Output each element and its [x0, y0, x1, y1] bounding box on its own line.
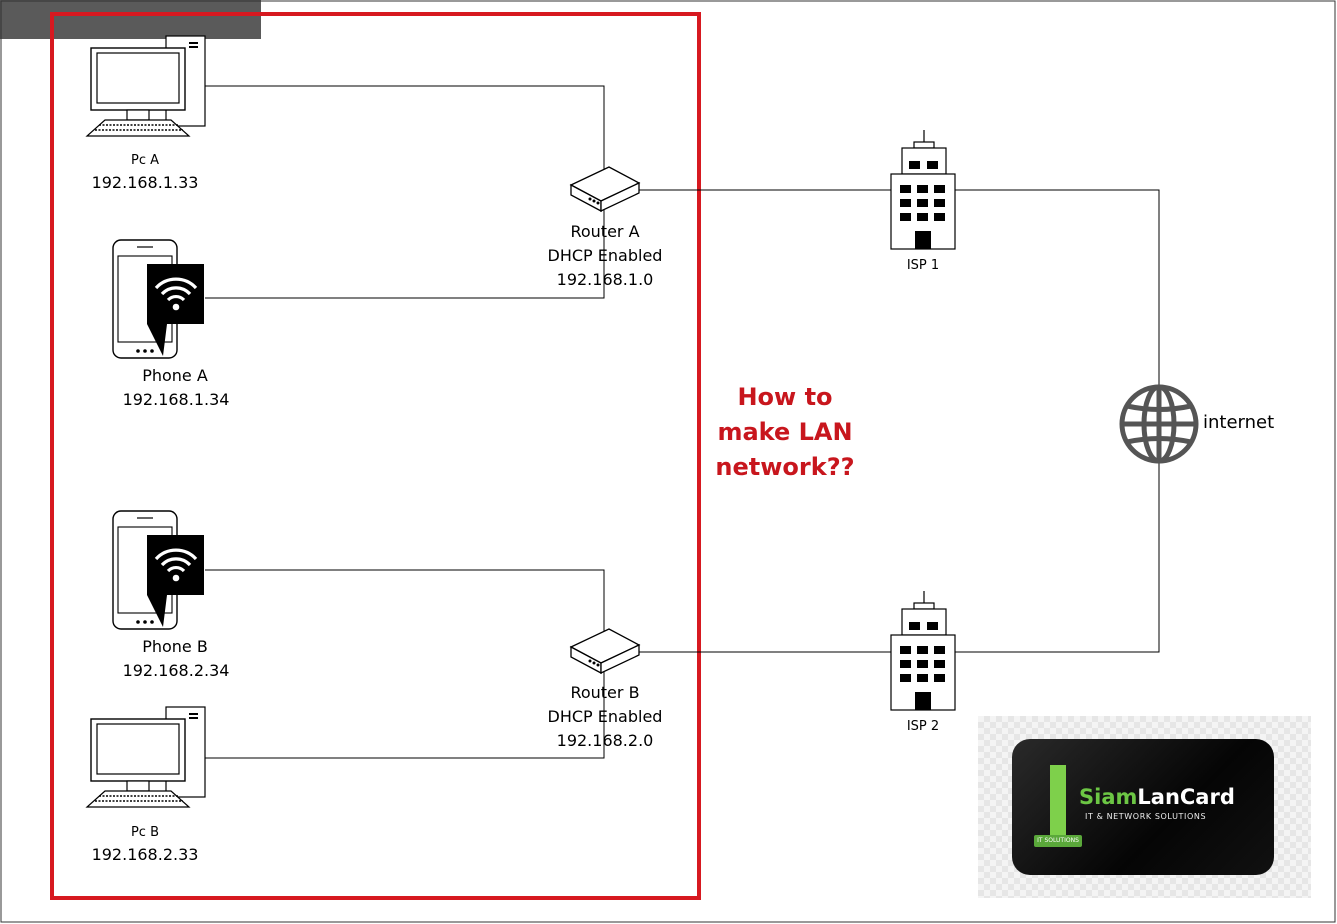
- router-b-ip: 192.168.2.0: [556, 731, 654, 750]
- logo-name-green: Siam: [1079, 785, 1138, 809]
- isp2-name: ISP 2: [906, 719, 940, 734]
- link-isp2-internet: [950, 463, 1160, 653]
- logo-card: IT SOLUTIONS SiamLanCard IT & NETWORK SO…: [1012, 739, 1274, 875]
- logo-name: SiamLanCard: [1079, 785, 1235, 809]
- lan-boundary-box: [50, 12, 701, 900]
- internet-label: internet: [1203, 412, 1275, 433]
- pc-a-ip: 192.168.1.33: [91, 173, 199, 192]
- smartphone-wifi-icon: [111, 509, 206, 631]
- link-pc-a-router-a: [205, 85, 605, 180]
- corner-overlay: [0, 0, 261, 39]
- pc-b-name: Pc B: [130, 825, 160, 840]
- connection-lines: [205, 85, 1160, 759]
- logo-badge-text: IT SOLUTIONS: [1037, 837, 1079, 844]
- router-b-dhcp: DHCP Enabled: [547, 707, 663, 726]
- logo-badge: [1034, 835, 1082, 847]
- router-b-name: Router B: [570, 683, 640, 702]
- globe-icon: [1119, 384, 1199, 464]
- office-building-icon: [890, 590, 956, 711]
- router-a-ip: 192.168.1.0: [556, 270, 654, 289]
- link-phone-a-router-a: [205, 210, 605, 299]
- router-icon: [570, 166, 640, 212]
- phone-a-ip: 192.168.1.34: [122, 390, 230, 409]
- pc-a-name: Pc A: [130, 153, 159, 168]
- office-building-icon: [890, 129, 956, 250]
- link-isp1-internet: [950, 189, 1160, 385]
- desktop-computer-icon: [86, 706, 206, 808]
- question-heading: How to make LAN network??: [715, 383, 855, 481]
- isp1-name: ISP 1: [906, 258, 940, 273]
- smartphone-wifi-icon: [111, 238, 206, 360]
- link-pc-b-router-b: [205, 668, 605, 759]
- router-a-name: Router A: [570, 222, 640, 241]
- phone-a-name: Phone A: [142, 366, 208, 385]
- router-a-dhcp: DHCP Enabled: [547, 246, 663, 265]
- desktop-computer-icon: [86, 35, 206, 137]
- pc-b-ip: 192.168.2.33: [91, 845, 199, 864]
- router-icon: [570, 628, 640, 674]
- phone-b-name: Phone B: [142, 637, 208, 656]
- logo-tagline: IT & NETWORK SOLUTIONS: [1085, 812, 1207, 821]
- siamlancard-logo: IT SOLUTIONS SiamLanCard IT & NETWORK SO…: [978, 716, 1311, 898]
- phone-b-ip: 192.168.2.34: [122, 661, 230, 680]
- logo-name-white: LanCard: [1137, 785, 1235, 809]
- logo-green-bar: [1050, 765, 1066, 843]
- link-phone-b-router-b: [205, 569, 605, 640]
